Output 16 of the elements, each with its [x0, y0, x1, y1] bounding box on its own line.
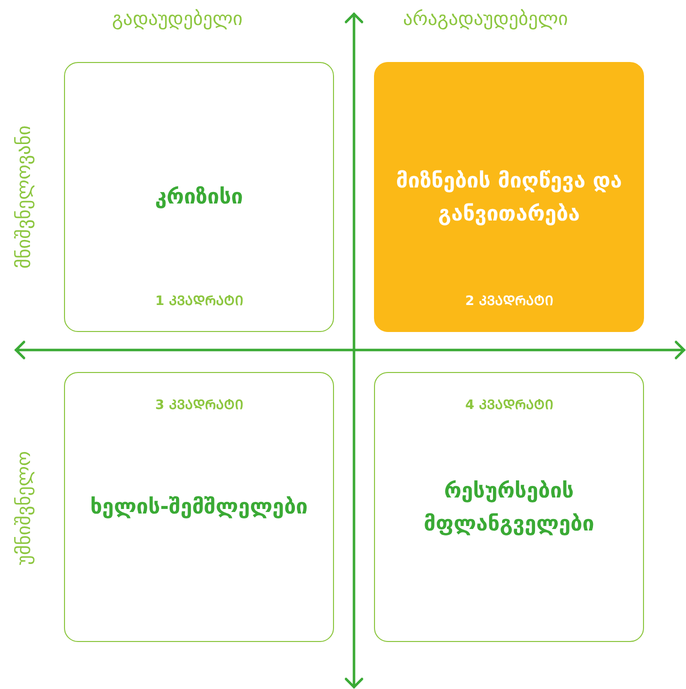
quadrant-title: რესურსების მფლანგველები [422, 477, 596, 538]
quadrant-number: 4 ᲙᲕᲐᲓᲠᲐᲢᲘ [464, 397, 554, 413]
quadrant-number: 1 ᲙᲕᲐᲓᲠᲐᲢᲘ [154, 293, 244, 309]
quadrant-box [374, 372, 644, 642]
quadrant-title: ხელის-შემშლელები [89, 494, 309, 521]
quadrant-number: 3 ᲙᲕᲐᲓᲠᲐᲢᲘ [154, 397, 244, 413]
axis-label: არაგადაუდებელი [403, 8, 568, 30]
quadrant-title: მიზნების მიღწევა და განვითარება [395, 167, 623, 228]
quadrant-box [64, 62, 334, 332]
quadrant-title: კრიზისი [154, 184, 244, 211]
quadrant-box [64, 372, 334, 642]
axis-label: გადაუდებელი [112, 8, 243, 30]
axis-label: უმნიშვნელო [13, 451, 35, 565]
quadrant-box [374, 62, 644, 332]
axis-label: მნიშვნელოვანი [13, 125, 35, 269]
quadrant-number: 2 ᲙᲕᲐᲓᲠᲐᲢᲘ [464, 293, 554, 309]
